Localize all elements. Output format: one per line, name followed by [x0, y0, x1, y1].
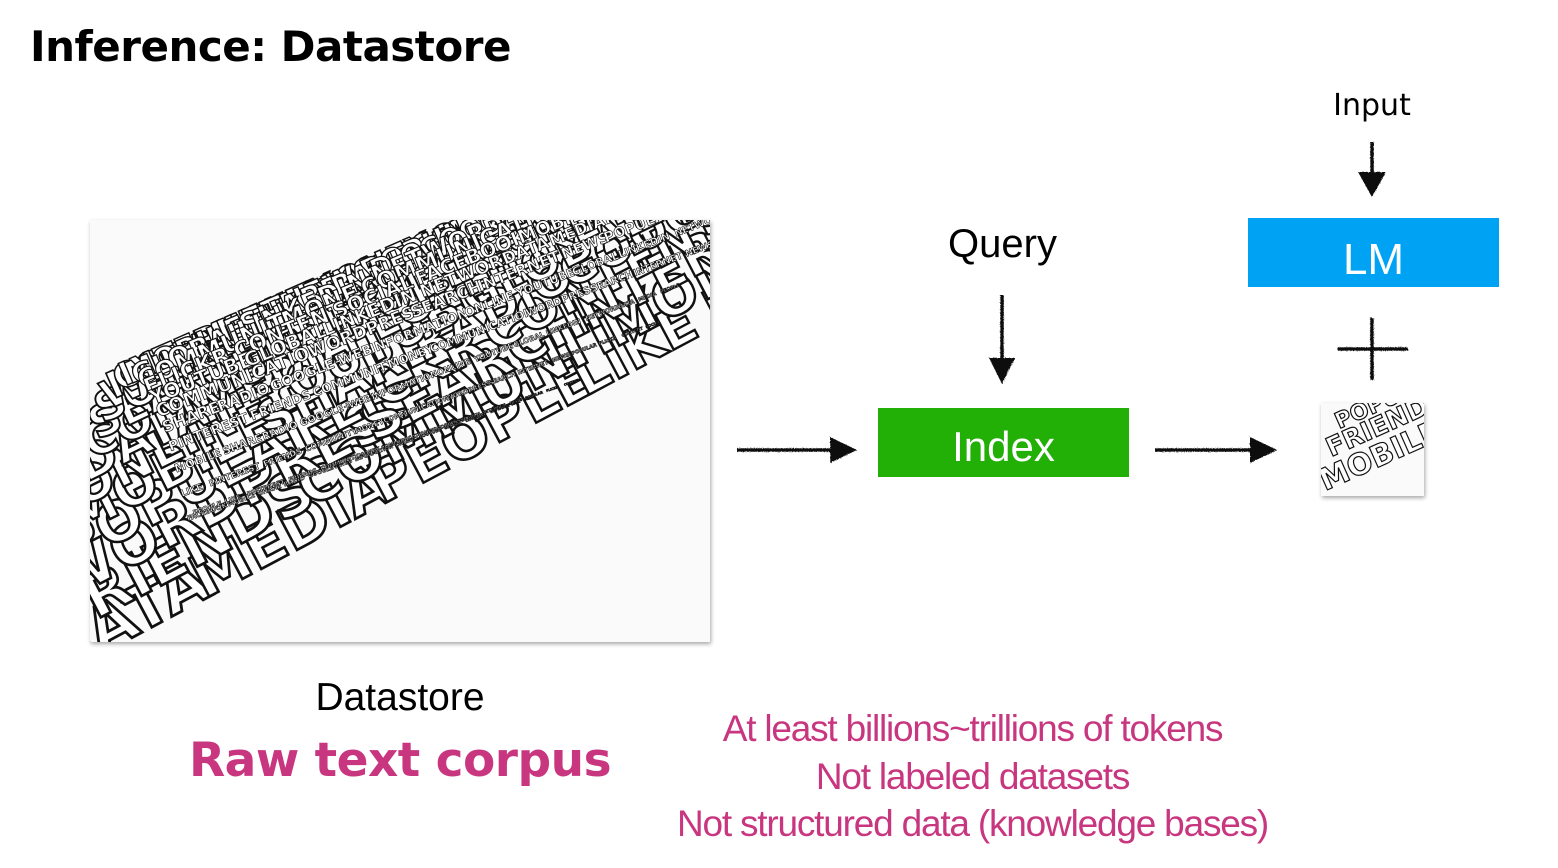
collage-word: NEWS: [509, 397, 523, 406]
index-box: Index: [878, 408, 1129, 477]
arrow-input-to-lm: [1358, 142, 1386, 197]
note-not-structured: Not structured data (knowledge bases): [676, 803, 1269, 844]
lm-label: LM: [1342, 234, 1405, 284]
input-label: Input: [1333, 88, 1411, 123]
collage-word: NETWORK: [490, 404, 510, 415]
index-label: Index: [952, 422, 1055, 470]
raw-text-corpus-label: Raw text corpus: [188, 733, 612, 788]
note-not-labeled: Not labeled datasets: [815, 756, 1131, 797]
plus-icon: [1338, 318, 1408, 380]
lm-box: LM: [1248, 218, 1499, 287]
query-label: Query: [948, 222, 1057, 266]
arrow-query-to-index: [989, 295, 1015, 384]
collage-word: SOCIAL: [645, 319, 662, 329]
collage-word: GLOBAL: [443, 419, 463, 430]
retrieved-text-snippet-image: POPULARFRIENDSMOBILE: [1321, 403, 1424, 496]
collage-word: WEB: [338, 459, 353, 469]
datastore-label: Datastore: [315, 676, 485, 719]
collage-word: POPULAR: [525, 390, 544, 400]
collage-word: DATA: [511, 400, 522, 407]
collage-word: FLICKR: [546, 385, 560, 393]
arrow-datastore-to-index: [737, 437, 857, 463]
collage-word: MEDIA: [524, 394, 536, 402]
arrow-index-to-retrieved: [1155, 437, 1277, 463]
note-token-count: At least billions~trillions of tokens: [722, 708, 1224, 749]
collage-word: CONTENT: [563, 378, 579, 387]
slide-title: Inference: Datastore: [30, 22, 511, 71]
